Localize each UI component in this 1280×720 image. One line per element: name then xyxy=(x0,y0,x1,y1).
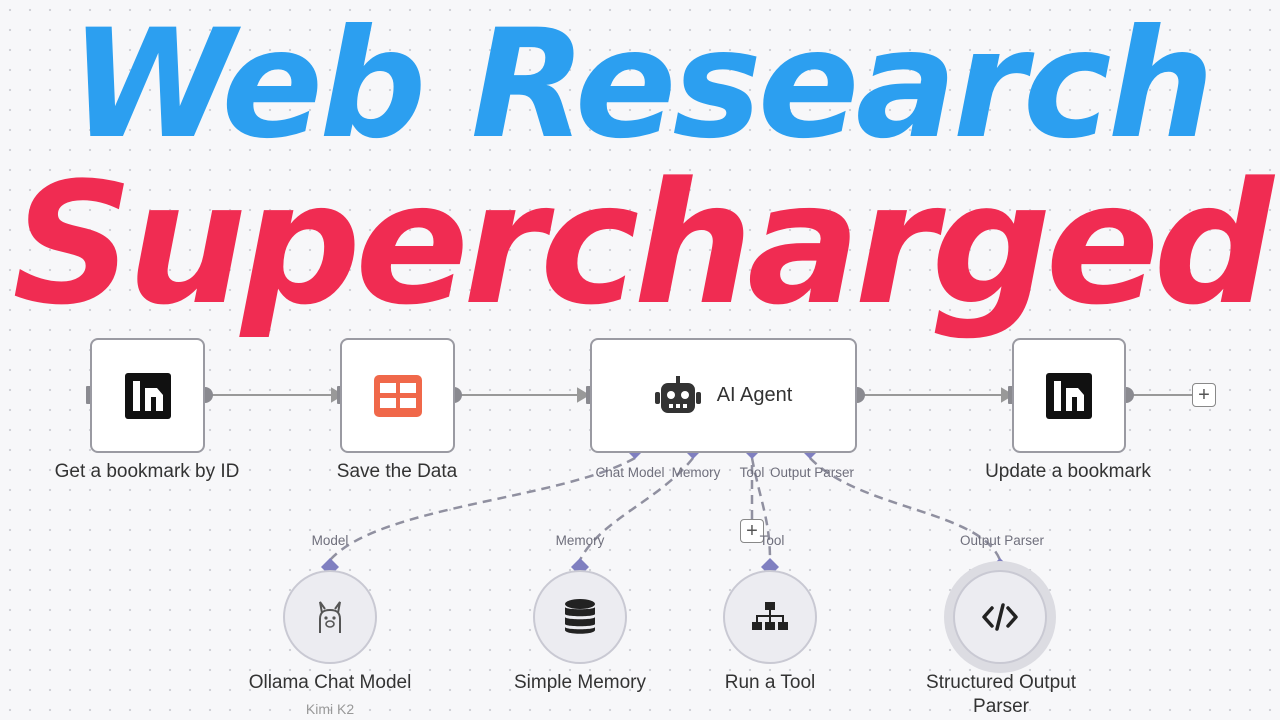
node-label-parser-line1: Structured Output xyxy=(926,672,1076,693)
node-run-a-tool[interactable] xyxy=(723,570,817,664)
notion-icon xyxy=(1046,372,1092,419)
node-save-data[interactable] xyxy=(340,338,455,453)
node-label-tool: Run a Tool xyxy=(724,672,816,693)
sub-port-label-tool: Tool xyxy=(759,533,785,548)
database-icon xyxy=(565,599,595,634)
sub-port-label-memory: Memory xyxy=(555,533,605,548)
connection-output-parser xyxy=(809,457,1002,561)
sub-port-label-model: Model xyxy=(311,533,349,548)
network-icon xyxy=(752,602,788,630)
arrow-head-3 xyxy=(1001,387,1014,403)
add-tool-button[interactable]: + xyxy=(740,519,764,543)
node-label-ai-agent: AI Agent xyxy=(716,384,793,406)
connection-memory xyxy=(578,457,694,561)
node-get-bookmark[interactable] xyxy=(90,338,205,453)
table-icon xyxy=(373,374,422,417)
node-ai-agent[interactable]: AI Agent xyxy=(590,338,857,453)
node-simple-memory[interactable] xyxy=(533,570,627,664)
node-label-parser-line2: Parser xyxy=(973,696,1029,717)
headline-line-2: Supercharged xyxy=(12,146,1274,342)
node-label-update-bookmark: Update a bookmark xyxy=(985,461,1151,482)
node-label-memory: Simple Memory xyxy=(514,672,646,693)
node-label-ollama: Ollama Chat Model xyxy=(248,672,412,693)
arrow-head-2 xyxy=(577,387,590,403)
llama-icon xyxy=(319,601,341,633)
code-icon xyxy=(982,603,1018,631)
port-label-chat-model: Chat Model xyxy=(595,465,665,480)
headline-line-1: Web Research xyxy=(69,0,1215,172)
notion-icon xyxy=(124,372,171,419)
node-label-save-data: Save the Data xyxy=(336,461,458,482)
node-update-bookmark[interactable] xyxy=(1012,338,1126,453)
add-node-button[interactable]: + xyxy=(1192,383,1216,407)
node-ollama-chat-model[interactable] xyxy=(283,570,377,664)
connection-model xyxy=(329,456,636,561)
node-label-get-bookmark: Get a bookmark by ID xyxy=(54,461,240,482)
robot-icon xyxy=(654,375,701,413)
port-label-memory: Memory xyxy=(671,465,721,480)
port-label-tool: Tool xyxy=(739,465,765,480)
node-structured-output-parser[interactable] xyxy=(953,570,1047,664)
connection-tool xyxy=(750,457,772,561)
port-label-output-parser: Output Parser xyxy=(769,465,855,480)
node-label-parser: Structured Output Parser xyxy=(926,671,1076,719)
sub-port-label-parser: Output Parser xyxy=(959,533,1045,548)
node-sublabel-ollama: Kimi K2 xyxy=(305,701,355,717)
